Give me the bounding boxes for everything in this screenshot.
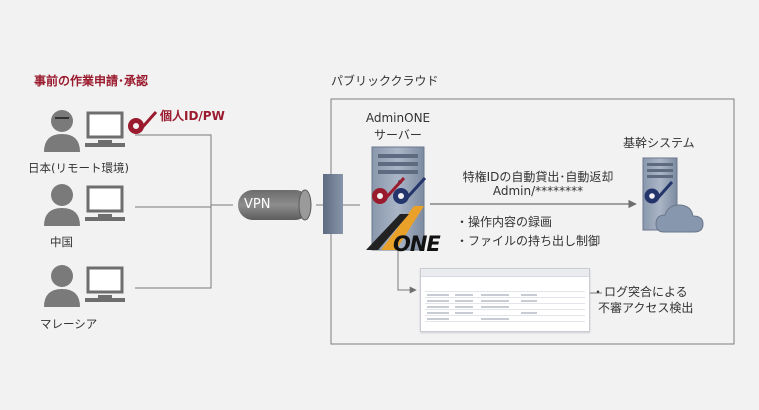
adminone-logo: [366, 206, 424, 250]
log-check-line2: 不審アクセス検出: [598, 301, 694, 315]
core-system-key-navy: [644, 181, 674, 204]
server-title-line1: AdminONE: [365, 111, 431, 125]
person-pc-japan: [44, 110, 125, 152]
log-check-line1: ・ログ突合による: [592, 285, 688, 299]
adminone-logo-text: ONE: [393, 232, 441, 256]
server-title-line2: サーバー: [374, 128, 422, 142]
public-cloud-title: パブリッククラウド: [331, 74, 439, 88]
privileged-id-line1: 特権IDの自動貸出･自動返却: [462, 170, 614, 184]
personal-id-pw-label: 個人ID/PW: [160, 109, 225, 123]
log-connector-line: [397, 250, 417, 294]
server-key-navy: [393, 176, 427, 204]
vpn-tunnel: [238, 189, 312, 221]
location-japan: 日本(リモート環境): [28, 161, 129, 175]
location-connector-lines: [135, 134, 360, 289]
log-screenshot-thumbnail: [420, 268, 590, 332]
privileged-id-line2: Admin/********: [492, 184, 584, 198]
person-pc-china: [44, 184, 125, 226]
vpn-label: VPN: [244, 197, 271, 212]
core-system-cloud-icon: [655, 204, 704, 233]
person-pc-malaysia: [44, 265, 125, 307]
user-key-red: [128, 111, 158, 134]
gateway-block: [323, 174, 343, 234]
server-key-red: [372, 176, 406, 204]
location-malaysia: マレーシア: [40, 317, 98, 331]
feature-recording: ・操作内容の録画: [456, 215, 553, 229]
location-china: 中国: [50, 235, 73, 249]
approval-header: 事前の作業申請･承認: [34, 74, 149, 88]
feature-file-control: ・ファイルの持ち出し制御: [456, 234, 601, 248]
core-system-label: 基幹システム: [623, 136, 695, 150]
